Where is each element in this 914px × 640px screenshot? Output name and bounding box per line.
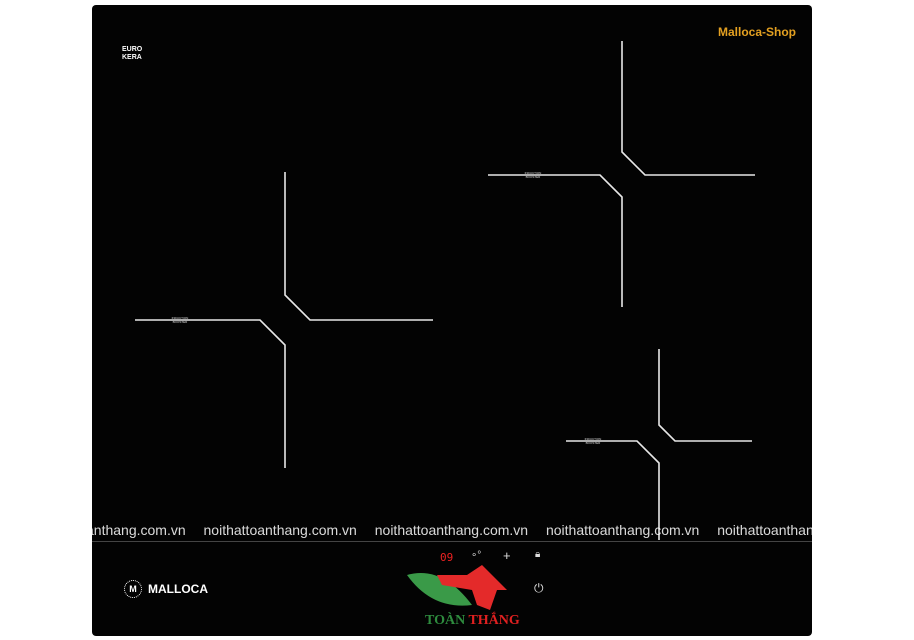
shop-label: Malloca-Shop: [718, 25, 797, 39]
boost-icon[interactable]: ∘°: [471, 550, 482, 561]
toan-thang-logo-icon: [407, 565, 507, 610]
plus-button[interactable]: +: [503, 548, 511, 563]
zone1-marker-a: [135, 319, 286, 468]
timer-display: 09: [440, 551, 454, 564]
zone2-marker-a: [488, 174, 623, 307]
control-strip-divider: [92, 541, 812, 542]
zone1-marker-b: [284, 172, 433, 321]
toan-thang-wordmark: TOÀN THẮNG: [425, 613, 520, 628]
lock-icon[interactable]: 🔒︎: [535, 549, 541, 560]
zone2-marker-b: [621, 41, 755, 176]
watermark-row: anthang.com.vn noithattoanthang.com.vn n…: [86, 522, 822, 538]
zone3-marker-b: [658, 349, 752, 442]
power-icon[interactable]: ⏻: [534, 581, 544, 595]
zone3-marker-a: [566, 440, 660, 540]
